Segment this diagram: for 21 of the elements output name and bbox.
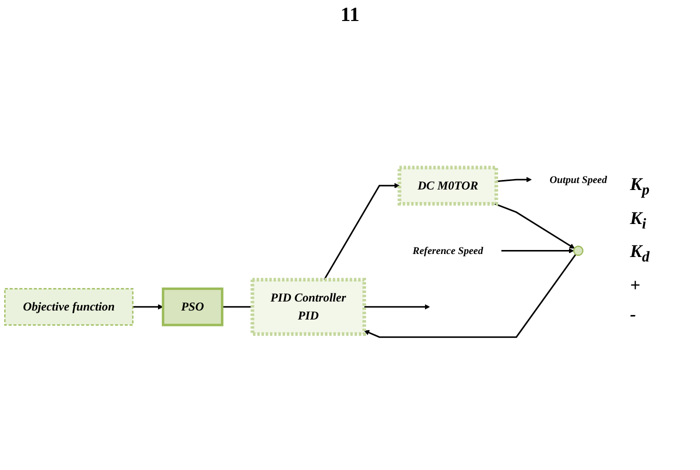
arrow: [494, 202, 575, 248]
gain-label: K$_{d}$: [630, 241, 651, 267]
arrow: [501, 248, 574, 253]
node-text: Reference Speed: [412, 244, 484, 256]
node-box: PID Controller PID: [250, 277, 366, 336]
gain-label: +: [630, 274, 642, 296]
node-box: PSO: [162, 287, 224, 326]
arrow: [496, 176, 532, 182]
gain-label: -: [630, 304, 637, 325]
gain-label: K$_{p}$: [630, 174, 651, 200]
arrow: [132, 304, 164, 310]
arrow: [324, 182, 400, 280]
node-text: Output Speed: [550, 173, 608, 185]
connector: [222, 306, 252, 308]
gain-label: K$_{i}$: [630, 208, 648, 234]
arrow: [364, 254, 576, 338]
node-circle: [573, 245, 584, 256]
arrow: [364, 304, 430, 310]
node-box: DC M0TOR: [398, 165, 498, 206]
page-number: 11: [340, 4, 360, 27]
node-box: Objective function: [4, 288, 134, 326]
